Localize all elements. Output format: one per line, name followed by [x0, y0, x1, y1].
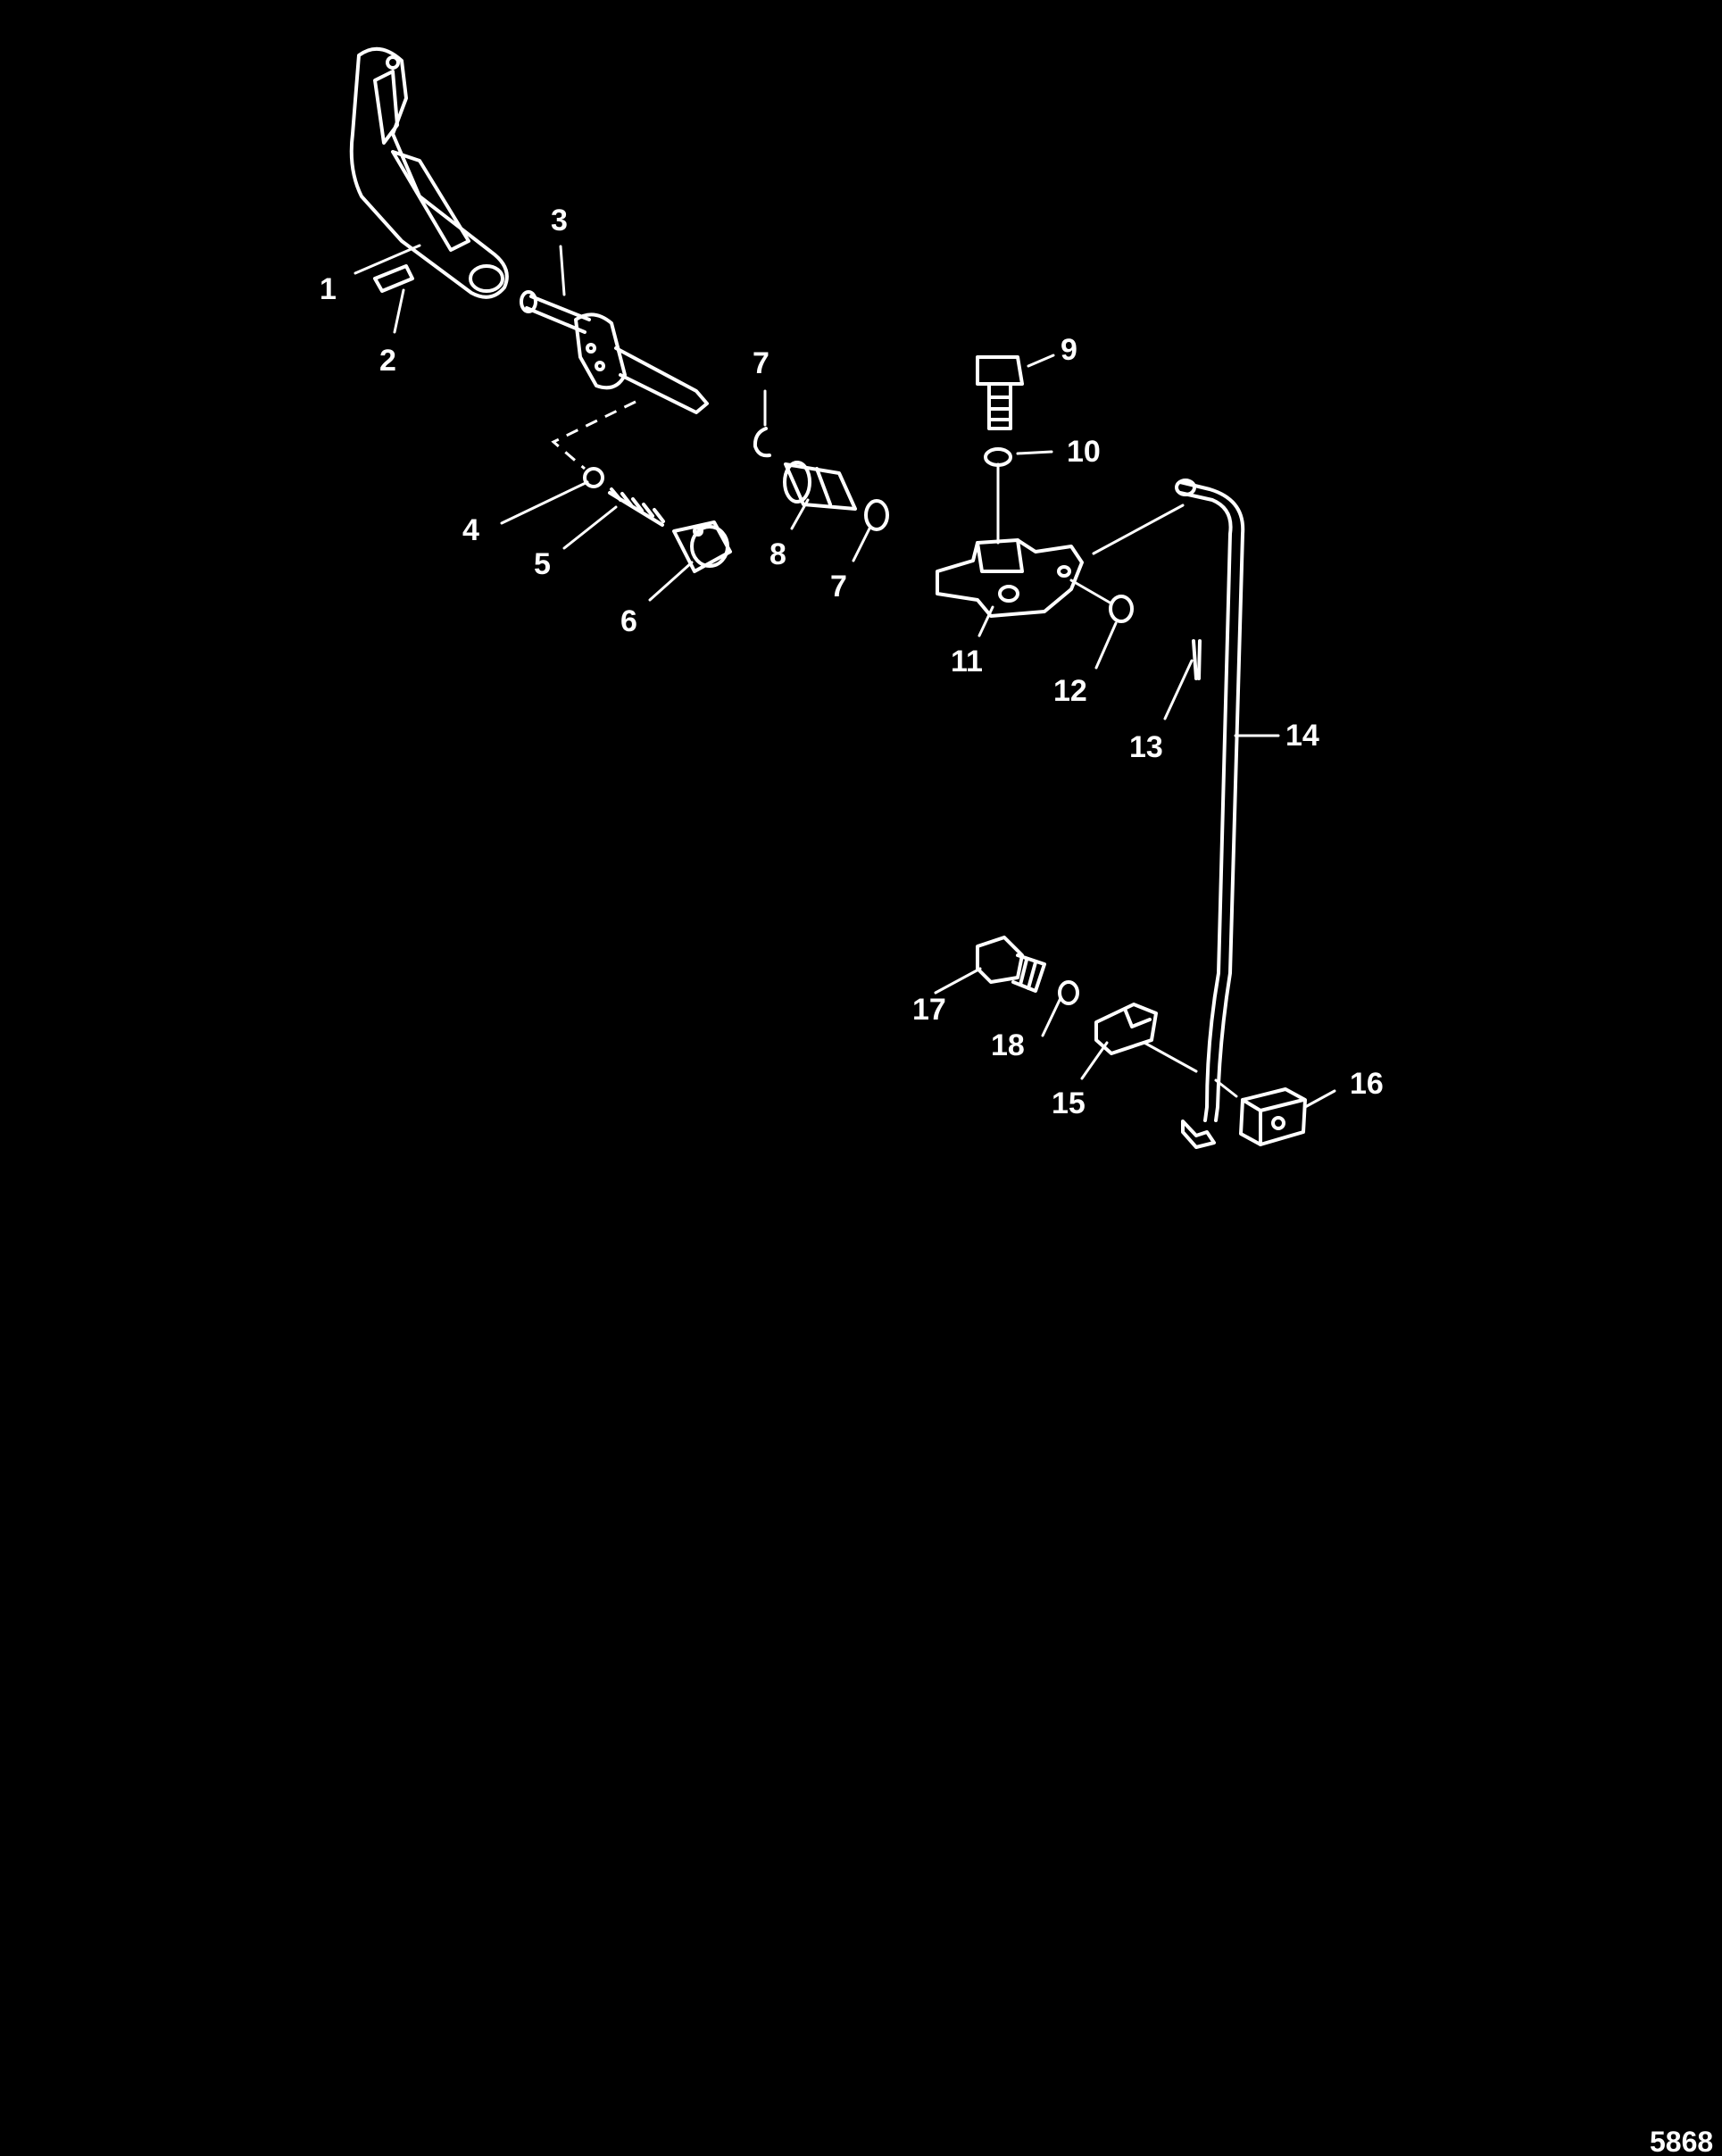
- callout-10: 10: [1067, 435, 1101, 469]
- part-2-pin: [373, 264, 414, 293]
- part-14-shift-rod: [1175, 479, 1245, 1149]
- callout-13: 13: [1129, 730, 1163, 764]
- callout-labels: 1 2 3 4 5 6 7 8 7 9 10 11 12 13 14 17 18…: [320, 204, 1384, 1120]
- part-7-washer-lower: [864, 499, 889, 531]
- part-17-bolt: [976, 936, 1046, 993]
- callout-4: 4: [462, 513, 479, 547]
- part-15-clip: [1094, 1003, 1158, 1055]
- part-4-ball: [583, 467, 604, 488]
- callout-15: 15: [1052, 1086, 1086, 1120]
- leader-lines: [354, 244, 1336, 1109]
- callout-1: 1: [320, 272, 337, 306]
- callout-17: 17: [912, 993, 946, 1027]
- part-5-spring: [608, 487, 665, 527]
- part-1-shift-lever: [349, 46, 509, 299]
- callout-6: 6: [620, 604, 637, 638]
- part-18-washer: [1058, 980, 1079, 1005]
- callout-18: 18: [991, 1028, 1025, 1062]
- part-16-retainer: [1239, 1087, 1307, 1146]
- callout-12: 12: [1053, 674, 1087, 708]
- part-11-bracket: [936, 538, 1084, 618]
- part-6-detent-sleeve: [672, 520, 732, 573]
- figure-number: 5868: [1650, 2126, 1713, 2156]
- callout-7-upper: 7: [753, 346, 769, 380]
- part-9-bolt: [976, 355, 1024, 430]
- callout-14: 14: [1285, 719, 1319, 753]
- part-3-shift-shaft: [520, 290, 709, 414]
- callout-2: 2: [379, 344, 396, 378]
- callout-11: 11: [951, 645, 983, 678]
- part-13-cotter-pin: [1192, 639, 1202, 680]
- assembly-dashed-line: [551, 400, 636, 470]
- callout-3: 3: [551, 204, 568, 237]
- callout-8: 8: [769, 537, 786, 571]
- part-10-washer: [984, 447, 1012, 467]
- callout-16: 16: [1350, 1067, 1384, 1101]
- part-12-washer: [1109, 595, 1134, 623]
- callout-5: 5: [534, 547, 551, 581]
- part-7-retaining-ring-top: [753, 427, 771, 458]
- callout-9: 9: [1061, 333, 1077, 367]
- part-8-bushing: [783, 461, 857, 511]
- callout-7-lower: 7: [830, 570, 847, 604]
